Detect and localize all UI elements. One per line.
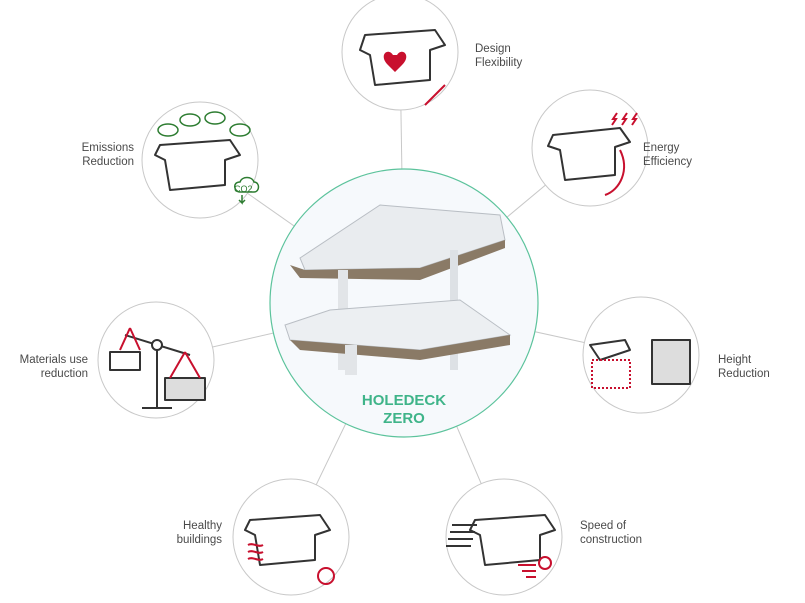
label-line: Reduction — [718, 368, 770, 380]
label-line: Flexibility — [475, 57, 523, 69]
plug-icon — [604, 149, 625, 196]
label-line: construction — [580, 534, 643, 546]
label-materials-reduction: Materials use reduction — [5, 353, 88, 381]
label-line: Design — [475, 43, 511, 55]
slab-icon-emissions — [154, 139, 241, 191]
label-healthy-buildings: Healthy buildings — [140, 519, 222, 547]
scale-icon — [109, 334, 206, 409]
label-line: Reduction — [82, 156, 134, 168]
pencil-icon — [424, 84, 446, 106]
speed-lines-icon — [446, 524, 477, 547]
heat-waves-icon — [247, 543, 264, 561]
center-title-line2: ZERO — [383, 410, 425, 427]
slab-icon-height — [589, 339, 691, 385]
leaves-icon — [157, 111, 260, 205]
label-line: Materials use — [19, 354, 88, 366]
label-line: Energy — [643, 142, 680, 154]
stopwatch-icon — [538, 556, 552, 570]
label-line: Emissions — [81, 142, 134, 154]
heart-icon — [383, 51, 407, 72]
lightning-icon — [611, 112, 638, 126]
label-line: reduction — [40, 368, 88, 380]
slab-icon-healthy — [244, 514, 331, 566]
label-line: Speed of — [580, 520, 627, 532]
label-line: Healthy — [183, 520, 222, 532]
co2-label: CO2 — [234, 184, 253, 194]
center-title-line1: HOLEDECK — [361, 392, 447, 409]
slab-icon-energy — [547, 127, 631, 181]
label-line: Efficiency — [643, 156, 693, 168]
label-speed-construction: Speed of construction — [580, 519, 642, 547]
dashed-volume-icon — [591, 359, 631, 389]
building-image — [284, 204, 512, 375]
speed-lines-red — [518, 564, 536, 578]
virus-icon — [317, 567, 335, 585]
scale-ropes — [119, 327, 201, 379]
label-line: buildings — [176, 534, 222, 546]
label-line: Height — [718, 354, 752, 366]
